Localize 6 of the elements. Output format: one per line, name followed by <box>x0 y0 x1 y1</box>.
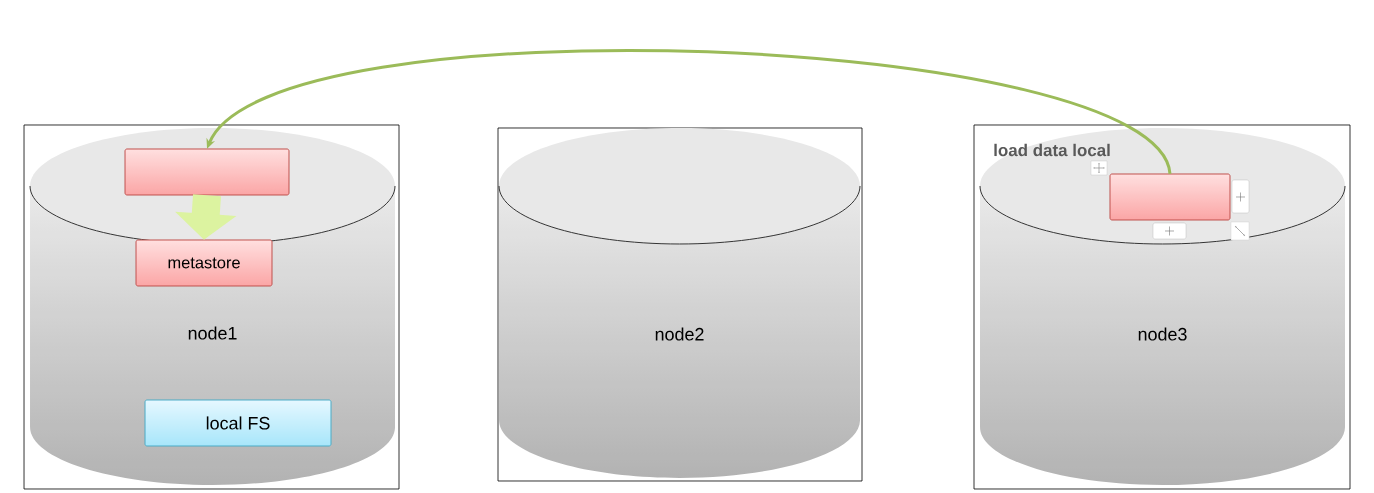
process-box <box>1109 173 1231 221</box>
annotation-text: load data local <box>994 143 1110 157</box>
process-box: metastore <box>135 239 273 287</box>
cylinder: node2 <box>497 127 863 482</box>
process-box: local FS <box>144 399 332 447</box>
process-box <box>124 148 290 196</box>
